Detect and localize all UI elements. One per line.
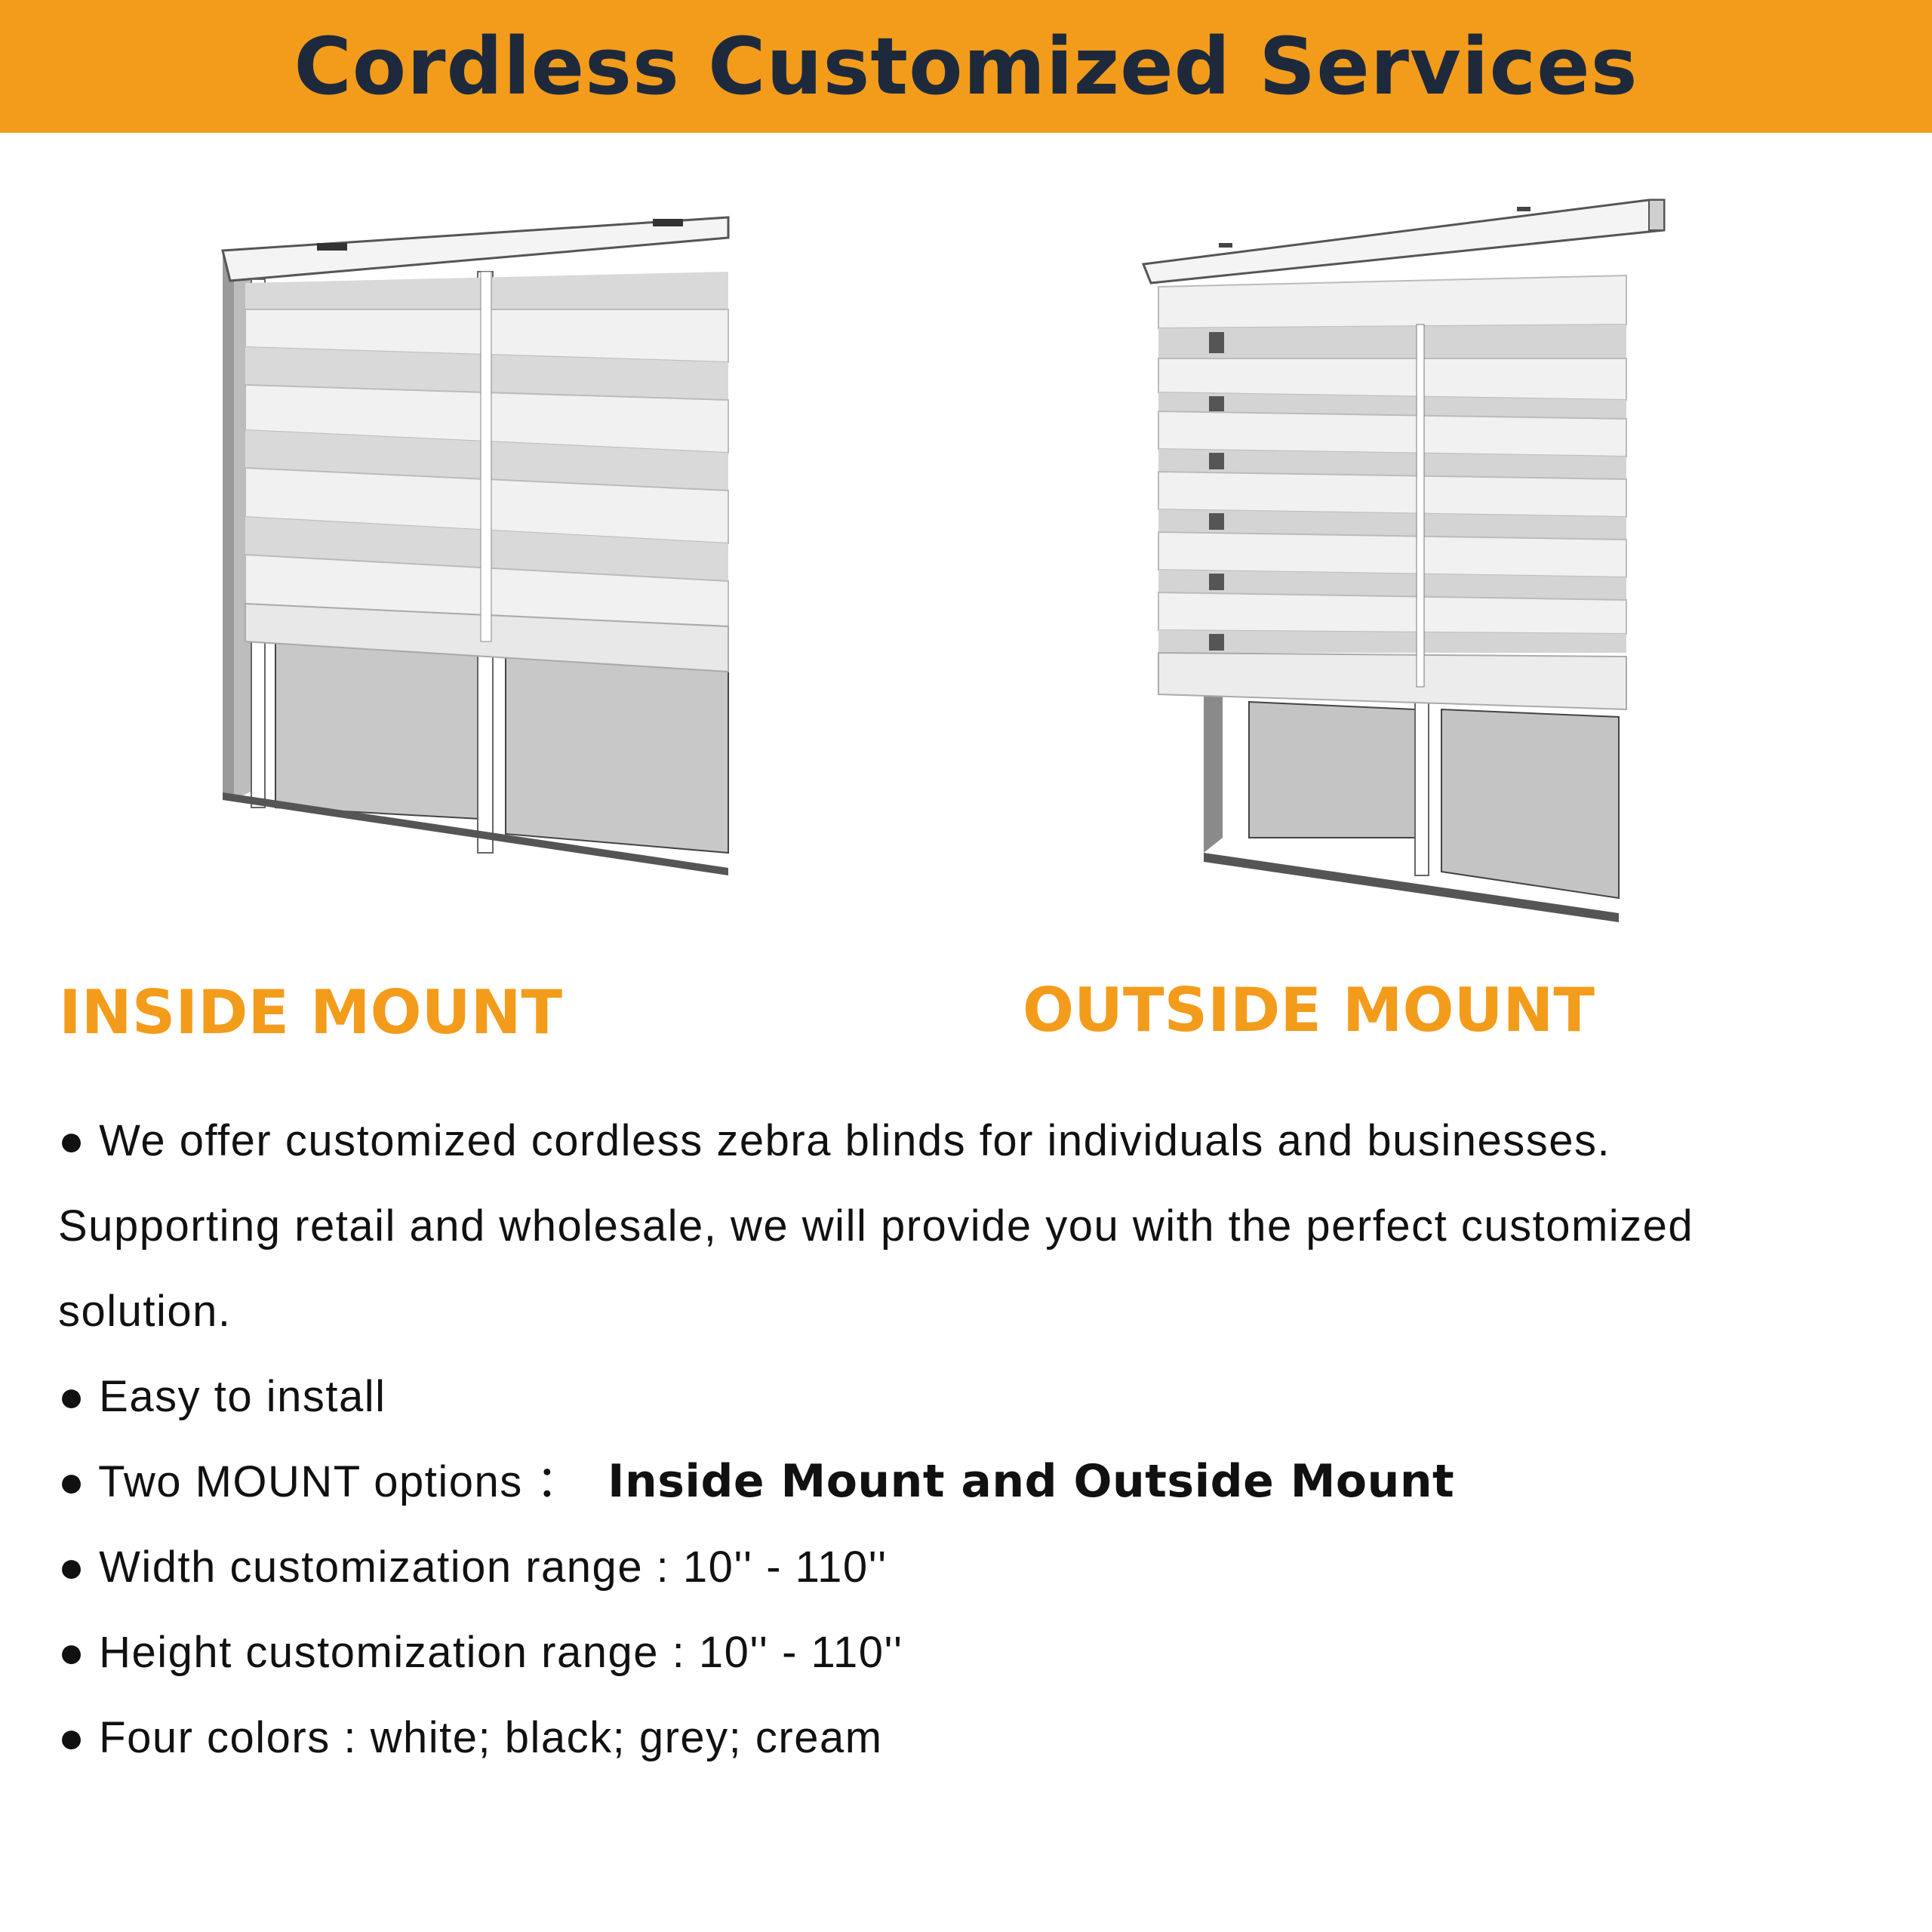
header-banner: Cordless Customized Services xyxy=(0,0,1932,133)
description: ● We offer customized cordless zebra bli… xyxy=(58,1098,1884,1780)
intro-line-3: solution. xyxy=(58,1287,232,1336)
intro-line-1: ● We offer customized cordless zebra bli… xyxy=(58,1116,1611,1165)
width-range-bullet: ● Width customization range : 10'' - 110… xyxy=(58,1543,888,1592)
height-range-bullet: ● Height customization range : 10'' - 11… xyxy=(58,1628,903,1677)
outside-mount-label: OUTSIDE MOUNT xyxy=(1023,975,1595,1045)
intro-line-2: Supporting retail and wholesale, we will… xyxy=(58,1201,1694,1251)
mount-options-value: Inside Mount and Outside Mount xyxy=(608,1455,1455,1508)
inside-mount-label: INSIDE MOUNT xyxy=(59,977,563,1048)
mount-options-prefix: ● Two MOUNT options ： xyxy=(58,1457,608,1506)
install-bullet: ● Easy to install xyxy=(58,1372,386,1421)
colors-bullet: ● Four colors : white; black; grey; crea… xyxy=(58,1713,883,1762)
inside-mount-illustration xyxy=(221,216,730,875)
outside-mount-illustration xyxy=(1141,198,1666,922)
mount-options-bullet: ● Two MOUNT options ： Inside Mount and O… xyxy=(58,1439,1884,1524)
page-title: Cordless Customized Services xyxy=(294,20,1638,112)
